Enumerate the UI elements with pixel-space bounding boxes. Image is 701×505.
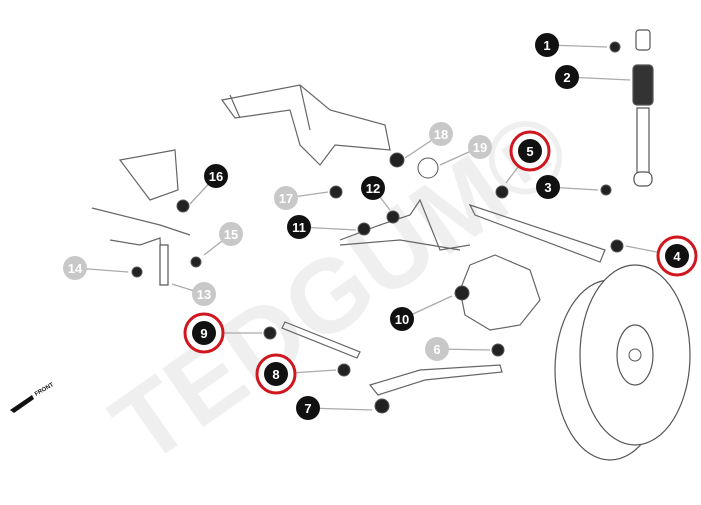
callout-number: 8 [272, 367, 279, 382]
bushings [131, 41, 624, 414]
shock-top-mount [635, 29, 651, 51]
callout-badge [536, 175, 560, 199]
lower-arm [368, 364, 503, 396]
callout-16: 16 [204, 164, 228, 188]
callout-badge [535, 33, 559, 57]
callout-number: 9 [200, 326, 207, 341]
shock-lower-eye [633, 171, 653, 187]
callout-number: 14 [68, 261, 83, 276]
callout-badge [204, 164, 228, 188]
callout-10: 10 [390, 307, 414, 331]
callout-badge [665, 244, 689, 268]
subframe-detail [229, 84, 311, 131]
callout-19: 19 [468, 135, 492, 159]
callout-number: 12 [366, 181, 380, 196]
callout-badge [274, 186, 298, 210]
callout-13: 13 [192, 282, 216, 306]
dust-boot [632, 64, 654, 106]
callout-11: 11 [287, 215, 311, 239]
subframe [220, 84, 391, 166]
callout-badge [361, 176, 385, 200]
callout-badge [468, 135, 492, 159]
callout-badge [429, 122, 453, 146]
callout-number: 6 [433, 342, 440, 357]
callout-badge [192, 282, 216, 306]
callout-18: 18 [429, 122, 453, 146]
callout-number: 10 [395, 312, 409, 327]
callout-badge [264, 362, 288, 386]
callout-14: 14 [63, 256, 87, 280]
callout-badge [518, 139, 542, 163]
callout-1: 1 [535, 33, 559, 57]
callout-8: 8 [255, 353, 297, 395]
callout-3: 3 [536, 175, 560, 199]
lateral-arm [468, 203, 606, 263]
callout-badge [287, 215, 311, 239]
shock-absorber [636, 107, 650, 174]
callout-2: 2 [555, 65, 579, 89]
callout-17: 17 [274, 186, 298, 210]
callout-badge [63, 256, 87, 280]
callout-number: 4 [673, 249, 681, 264]
callout-number: 15 [224, 227, 238, 242]
front-arrow: FRONT [10, 382, 55, 413]
callout-12: 12 [361, 176, 385, 200]
callout-badge [425, 337, 449, 361]
callout-number: 2 [563, 70, 570, 85]
callout-number: 17 [279, 191, 293, 206]
callout-number: 13 [197, 287, 211, 302]
callout-9: 9 [183, 312, 225, 354]
stabilizer-link [159, 244, 169, 286]
stabilizer-bar [91, 149, 191, 236]
callout-4: 4 [656, 235, 698, 277]
callout-number: 18 [434, 127, 448, 142]
callout-badge [555, 65, 579, 89]
callout-badge [192, 321, 216, 345]
callout-number: 7 [304, 401, 311, 416]
callout-number: 11 [292, 220, 306, 235]
callout-number: 16 [209, 169, 223, 184]
callout-5: 5 [509, 130, 551, 172]
callout-15: 15 [219, 222, 243, 246]
callout-7: 7 [296, 396, 320, 420]
callout-number: 5 [526, 144, 533, 159]
arrow-icon [10, 395, 34, 413]
callout-number: 1 [543, 38, 550, 53]
upper-control-arm [339, 198, 471, 251]
parts-drawing [91, 29, 691, 461]
callout-number: 3 [544, 180, 551, 195]
callout-badge [390, 307, 414, 331]
callout-badge [219, 222, 243, 246]
callout-6: 6 [425, 337, 449, 361]
brake-drum [554, 264, 691, 461]
callout-badge [296, 396, 320, 420]
callout-number: 19 [473, 140, 487, 155]
stabilizer-arm [109, 237, 163, 286]
front-label: FRONT [34, 382, 55, 398]
toe-link [281, 321, 361, 359]
